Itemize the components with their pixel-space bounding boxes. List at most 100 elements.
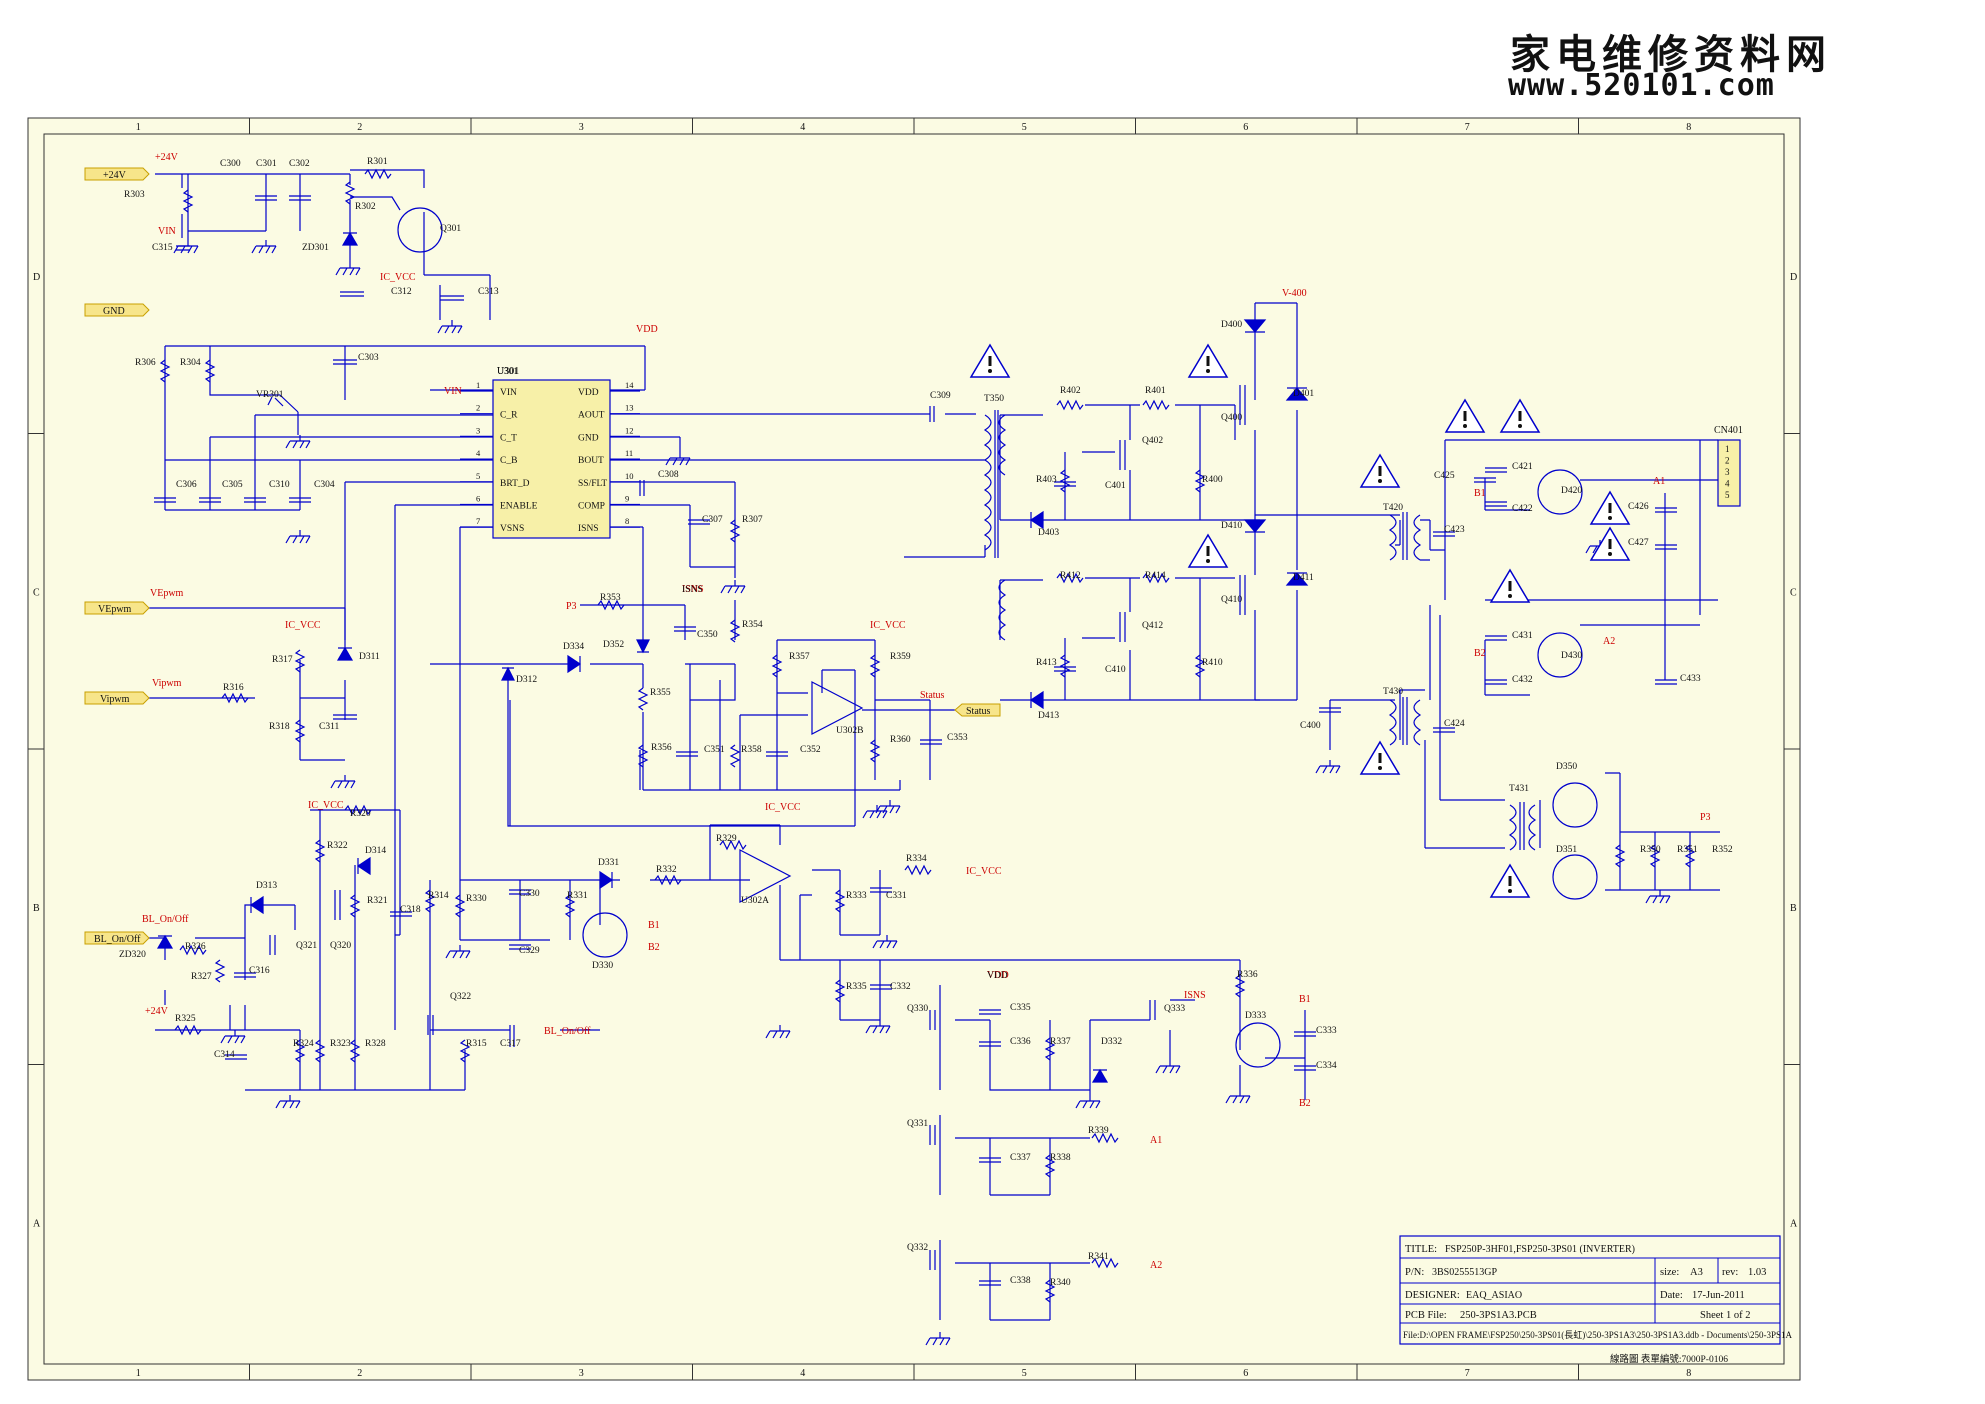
warning-icon — [1187, 343, 1229, 378]
border-row-label: B — [1790, 903, 1797, 914]
net-icvcc-low: IC_VCC — [308, 800, 344, 811]
component-label: C303 — [358, 353, 379, 363]
component-label: R339 — [1088, 1126, 1109, 1136]
component-label: C300 — [220, 159, 241, 169]
net-p3-right: P3 — [1700, 812, 1711, 823]
net-vin-left: VIN — [158, 226, 176, 237]
component-label: R358 — [741, 745, 762, 755]
ic-pin-name: C_B — [500, 456, 517, 466]
tb-rev-label: rev: — [1722, 1267, 1738, 1278]
warning-icon — [1187, 533, 1229, 568]
border-col-label: 5 — [1022, 122, 1027, 133]
warning-icon — [1359, 740, 1401, 775]
component-label: R324 — [293, 1039, 314, 1049]
component-label: R322 — [327, 841, 348, 851]
component-label: C353 — [947, 733, 968, 743]
component-label: R412 — [1060, 571, 1081, 581]
warning-triangles — [969, 343, 1631, 898]
component-label: R341 — [1088, 1252, 1109, 1262]
border-col-label: 3 — [579, 1368, 584, 1379]
component-label: C431 — [1512, 631, 1533, 641]
component-label: ZD301 — [302, 243, 329, 253]
net-p3-left: P3 — [566, 601, 577, 612]
border-row-label: A — [33, 1218, 41, 1229]
component-label: T350 — [984, 394, 1004, 404]
component-label: C424 — [1444, 719, 1465, 729]
tb-date-label: Date: — [1660, 1290, 1683, 1301]
watermark-title: 家电维修资料网 — [1510, 31, 1832, 78]
ic-pin-num: 14 — [625, 380, 634, 390]
component-label: C350 — [697, 630, 718, 640]
component-label: Q320 — [330, 941, 351, 951]
component-label: R338 — [1050, 1153, 1071, 1163]
tb-file: File:D:\OPEN FRAME\FSP250\250-3PS01(長虹)\… — [1403, 1330, 1793, 1340]
component-label: C309 — [930, 391, 951, 401]
component-label: C316 — [249, 966, 270, 976]
ground-icon — [1645, 890, 1671, 904]
ic-pin-name: ENABLE — [500, 502, 538, 512]
warning-icon — [1444, 398, 1486, 433]
border-col-label: 6 — [1243, 122, 1248, 133]
component-label: R334 — [906, 854, 927, 864]
component-label: C337 — [1010, 1153, 1031, 1163]
border-row-label: D — [1790, 272, 1797, 283]
ic-pin-num: 13 — [625, 403, 634, 413]
tb-designer-label: DESIGNER: — [1405, 1290, 1460, 1301]
watermark-url: www.520101.com — [1508, 68, 1775, 103]
port-flags: +24V GND VEpwm Vipwm BL_On/Off Status — [84, 167, 1001, 945]
component-label: C311 — [319, 722, 339, 732]
component-label: D410 — [1221, 521, 1242, 531]
ic-pin-name: AOUT — [578, 411, 605, 421]
ground-icon — [875, 800, 901, 814]
ground-icon — [665, 452, 691, 466]
component-label: D314 — [365, 846, 386, 856]
component-label: C421 — [1512, 462, 1533, 472]
ic-pin-name: GND — [578, 433, 599, 443]
component-label: R354 — [742, 620, 763, 630]
ground-icon — [330, 775, 356, 789]
component-label: Q412 — [1142, 621, 1163, 631]
component-label: D352 — [603, 640, 624, 650]
component-label: C336 — [1010, 1037, 1031, 1047]
net-isns-q333: ISNS — [1184, 990, 1206, 1001]
border-row-label: C — [1790, 587, 1797, 598]
component-label: D311 — [359, 652, 380, 662]
tb-title: FSP250P-3HF01,FSP250-3PS01 (INVERTER) — [1445, 1244, 1635, 1255]
ic-pin-num: 6 — [476, 494, 480, 504]
net-icvcc-u302: IC_VCC — [765, 802, 801, 813]
net-status: Status — [920, 690, 945, 701]
border-col-label: 8 — [1686, 122, 1691, 133]
port-vipwm: Vipwm — [84, 691, 150, 705]
ic-pin-num: 7 — [476, 516, 480, 526]
component-label: C351 — [704, 745, 725, 755]
component-label: D333 — [1245, 1011, 1266, 1021]
ground-icon — [275, 1095, 301, 1109]
ground-icon — [173, 240, 199, 254]
component-label: R331 — [567, 891, 588, 901]
ic-pin-num: 1 — [476, 380, 480, 390]
component-label: R350 — [1640, 845, 1661, 855]
component-label: D413 — [1038, 711, 1059, 721]
component-label: C422 — [1512, 504, 1533, 514]
semiconductors — [156, 231, 1309, 1083]
ground-icon — [720, 580, 746, 594]
ic-pin-num: 9 — [625, 494, 629, 504]
component-label: C317 — [500, 1039, 521, 1049]
cn401-ref: CN401 — [1714, 425, 1743, 436]
component-label: R317 — [272, 655, 293, 665]
component-label: C433 — [1680, 674, 1701, 684]
component-label: C410 — [1105, 665, 1126, 675]
component-label: C314 — [214, 1050, 235, 1060]
net-isns-mid: ISNS — [682, 584, 704, 595]
component-label: R314 — [428, 891, 449, 901]
component-label: D334 — [563, 642, 584, 652]
ic-pin-name: VSNS — [500, 524, 524, 534]
component-label: D313 — [256, 881, 277, 891]
component-label: R355 — [650, 688, 671, 698]
ic-pin-name: C_T — [500, 433, 517, 443]
component-label: D400 — [1221, 320, 1242, 330]
component-label: C313 — [478, 287, 499, 297]
component-label: R359 — [890, 652, 911, 662]
